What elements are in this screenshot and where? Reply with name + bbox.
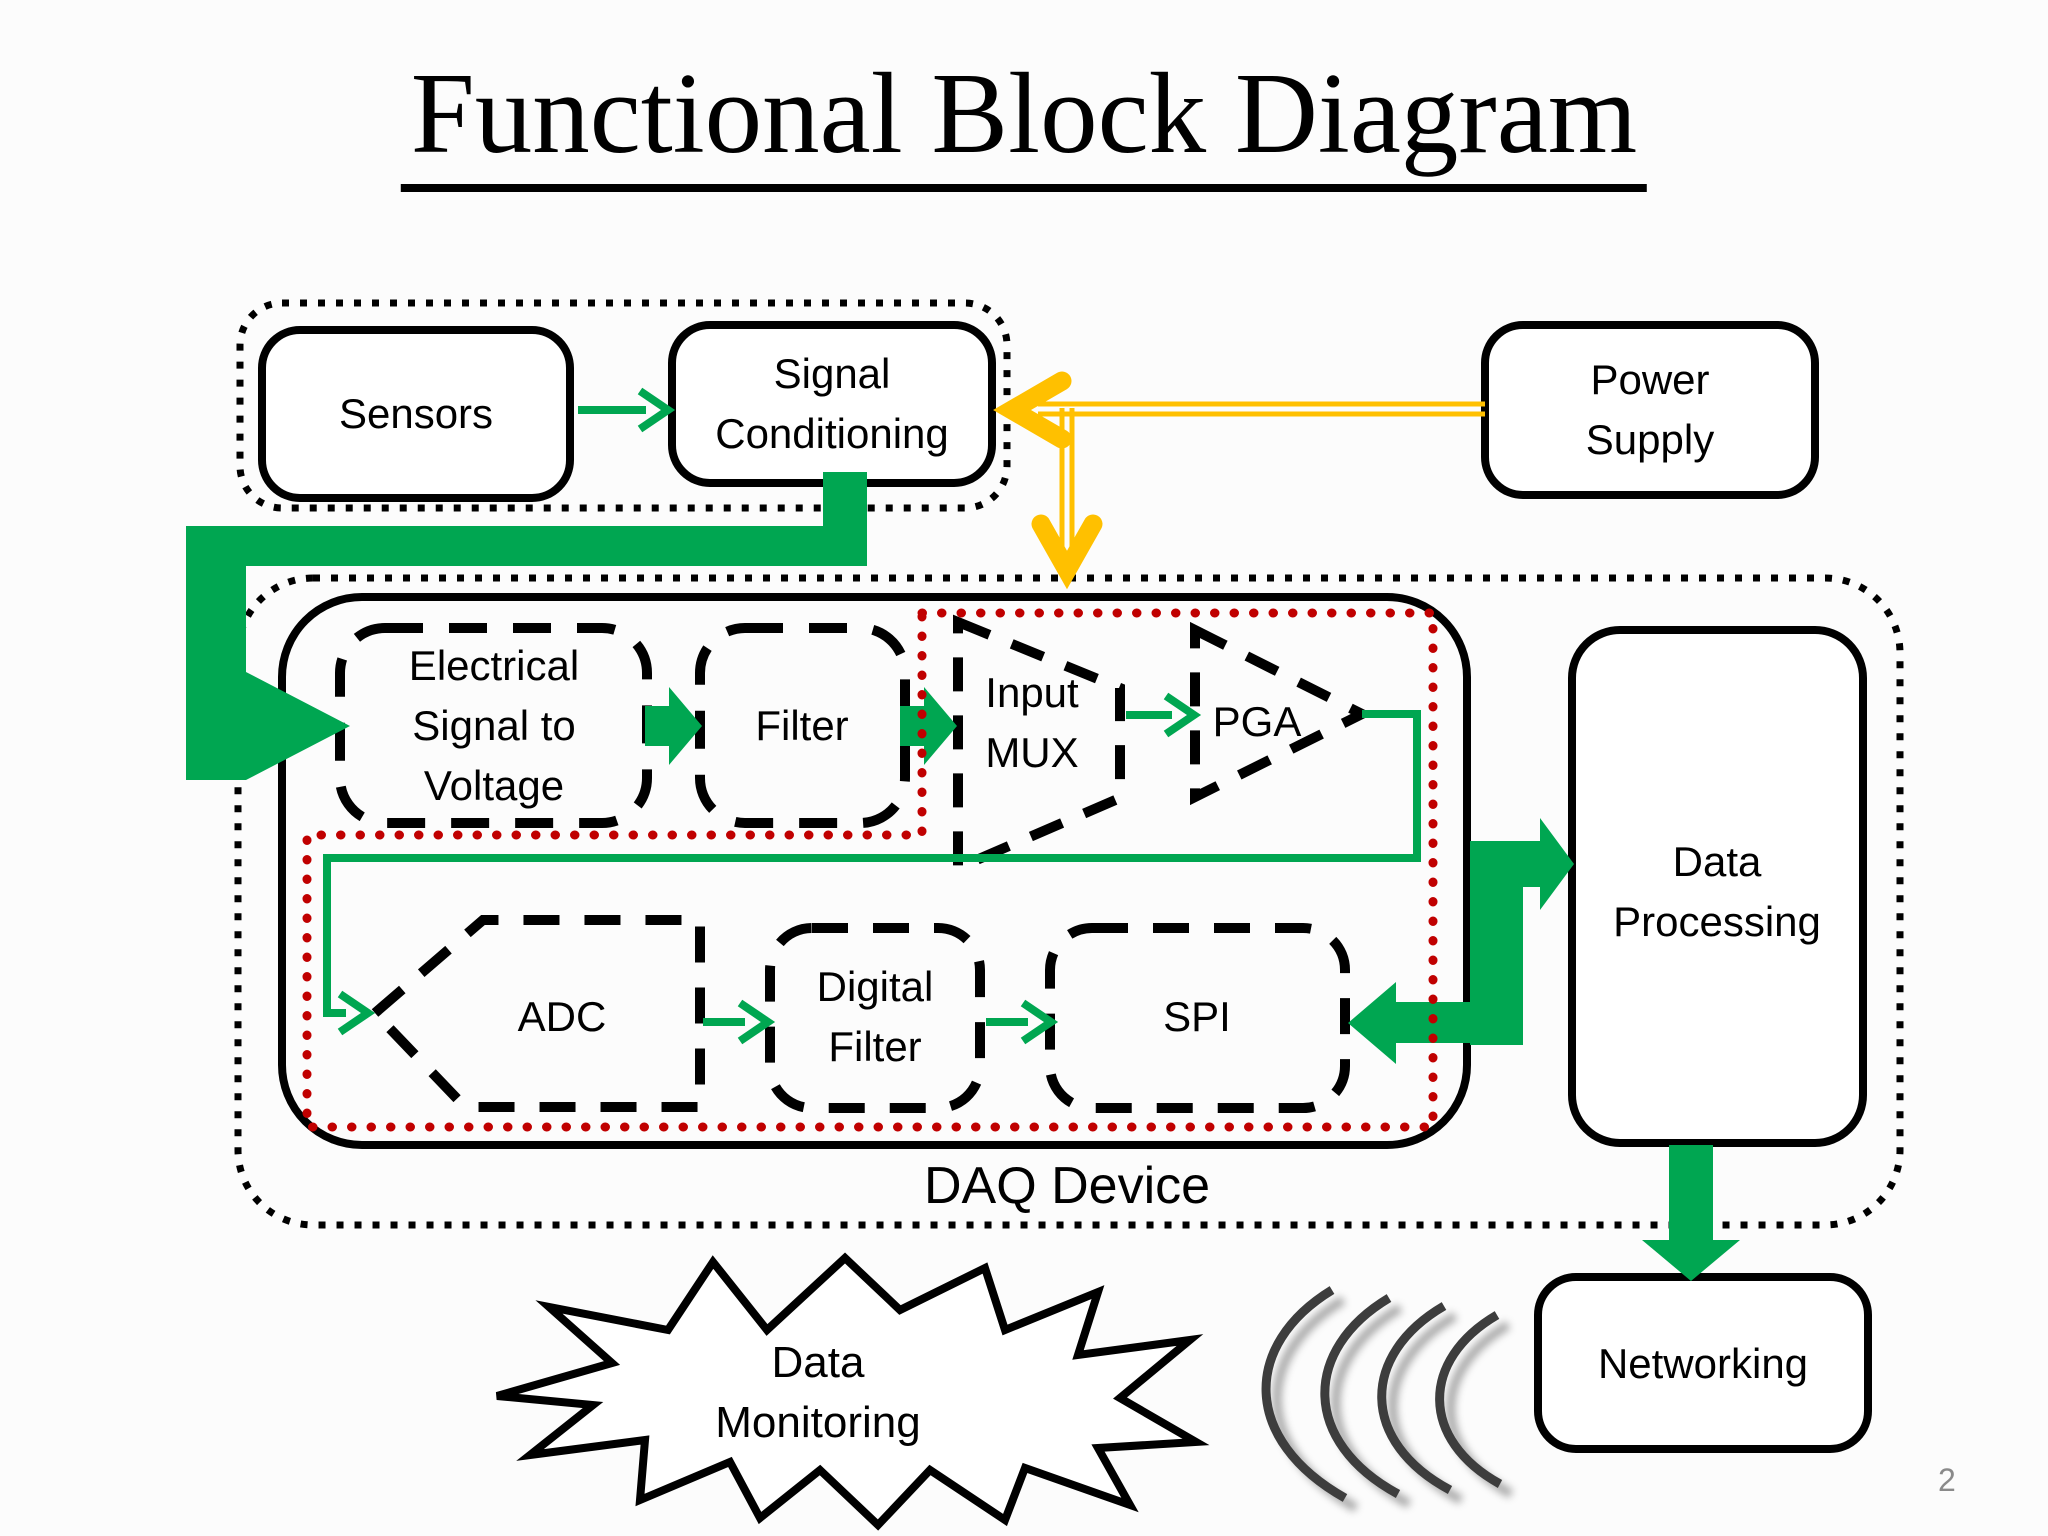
pga-label: PGA bbox=[1212, 698, 1302, 745]
power-connectors bbox=[993, 371, 1485, 590]
data-processing-box bbox=[1568, 626, 1867, 1147]
power-arrowhead-to-conditioning bbox=[993, 371, 1072, 449]
signal-wave-3 bbox=[1377, 1302, 1453, 1494]
signal-wave-2 bbox=[1320, 1294, 1401, 1498]
signal-wave-1 bbox=[1261, 1286, 1348, 1502]
input-mux-shape bbox=[953, 614, 1125, 876]
filter-to-mux-arrow bbox=[900, 687, 957, 765]
sensors-to-conditioning-arrowhead bbox=[637, 387, 676, 433]
pga-to-adc-line bbox=[323, 710, 1421, 1017]
page-number: 2 bbox=[1938, 1462, 1956, 1498]
daq-device-caption: DAQ Device bbox=[923, 1157, 1211, 1215]
adc-label: ADC bbox=[517, 993, 607, 1040]
power-supply-label: Power Supply bbox=[1585, 356, 1715, 463]
green-connectors bbox=[186, 387, 1740, 1281]
sensors-label: Sensors bbox=[338, 390, 494, 437]
signal-waves-icon bbox=[1261, 1286, 1503, 1502]
data-processing-to-spi-arrow bbox=[1348, 982, 1523, 1064]
signal-wave-4 bbox=[1435, 1311, 1503, 1488]
esv-to-filter-arrow bbox=[645, 687, 702, 765]
adc-shape bbox=[367, 915, 705, 1112]
networking-label: Networking bbox=[1597, 1340, 1809, 1387]
daq-inner-solid-border bbox=[278, 593, 1471, 1149]
networking-box bbox=[1534, 1273, 1872, 1453]
mux-to-pga-arrowhead bbox=[1163, 692, 1202, 738]
filter-label: Filter bbox=[755, 702, 849, 749]
data-processing-to-networking-arrow bbox=[1642, 1145, 1740, 1281]
electrical-signal-to-voltage-label: Electrical Signal to Voltage bbox=[408, 642, 580, 809]
digital-filter-box bbox=[765, 923, 985, 1113]
signal-conditioning-label: Signal Conditioning bbox=[715, 350, 949, 457]
slide-title: Functional Block Diagram bbox=[400, 48, 1648, 192]
spi-label: SPI bbox=[1163, 993, 1231, 1040]
adc-to-digital-filter-arrowhead bbox=[737, 999, 776, 1045]
pga-to-adc-arrowhead bbox=[337, 990, 376, 1036]
data-processing-label: Data Processing bbox=[1613, 838, 1821, 945]
power-arrowhead-to-daq bbox=[1031, 514, 1103, 590]
digital-filter-label: Digital Filter bbox=[816, 963, 934, 1070]
input-mux-label: Input MUX bbox=[985, 669, 1079, 776]
digital-filter-to-spi-arrowhead bbox=[1020, 999, 1059, 1045]
data-monitoring-label: Data Monitoring bbox=[715, 1338, 921, 1447]
red-dotted-section-outline bbox=[302, 608, 1438, 1132]
power-supply-box bbox=[1481, 321, 1819, 499]
daq-to-data-processing-arrow bbox=[1470, 818, 1574, 1045]
conditioning-to-daq-elbow-arrow bbox=[186, 472, 867, 780]
data-monitoring-starburst bbox=[495, 1252, 1210, 1531]
sensors-box bbox=[258, 326, 574, 502]
